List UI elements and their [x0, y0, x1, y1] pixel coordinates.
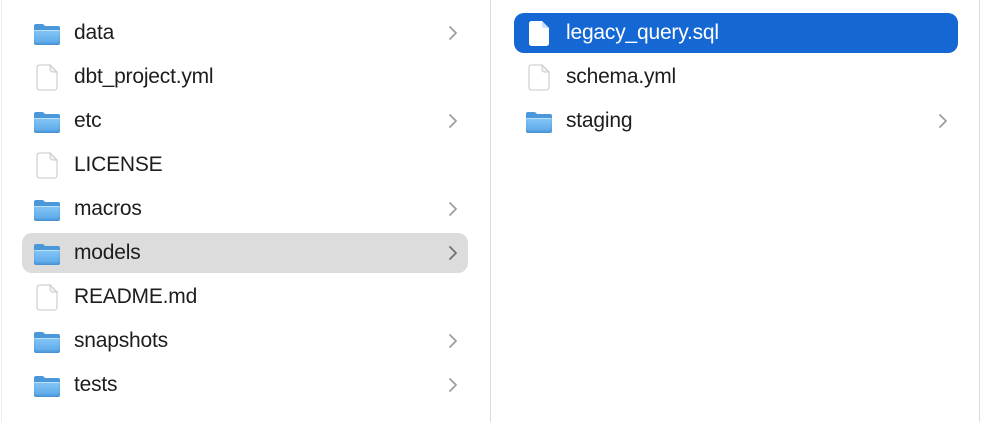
- folder-icon: [526, 111, 552, 133]
- column-left: data dbt_project.yml etc: [0, 0, 491, 422]
- file-icon: [526, 20, 552, 47]
- file-row[interactable]: dbt_project.yml: [22, 57, 468, 97]
- item-label: legacy_query.sql: [566, 21, 719, 44]
- item-label: dbt_project.yml: [74, 65, 214, 88]
- item-label: models: [74, 241, 141, 264]
- item-label: LICENSE: [74, 153, 163, 176]
- item-label: README.md: [74, 285, 198, 308]
- item-label: snapshots: [74, 329, 168, 352]
- file-row[interactable]: legacy_query.sql: [514, 13, 958, 53]
- file-icon: [526, 63, 552, 91]
- file-icon: [34, 63, 60, 91]
- folder-icon: [34, 23, 60, 45]
- column-divider: [979, 0, 980, 422]
- column-divider: [490, 0, 491, 422]
- item-label: schema.yml: [566, 65, 677, 88]
- item-label: macros: [74, 197, 142, 220]
- chevron-right-icon: [448, 25, 458, 41]
- folder-row[interactable]: staging: [514, 101, 958, 141]
- chevron-right-icon: [938, 113, 948, 129]
- folder-row[interactable]: macros: [22, 189, 468, 229]
- file-row[interactable]: README.md: [22, 277, 468, 317]
- chevron-right-icon: [448, 333, 458, 349]
- file-row[interactable]: schema.yml: [514, 57, 958, 97]
- item-label: data: [74, 21, 115, 44]
- folder-icon: [34, 331, 60, 353]
- folder-icon: [34, 111, 60, 133]
- file-icon: [34, 283, 60, 311]
- column-right: legacy_query.sql schema.yml staging: [491, 0, 980, 422]
- folder-row[interactable]: snapshots: [22, 321, 468, 361]
- item-label: staging: [566, 109, 633, 132]
- folder-icon: [34, 199, 60, 221]
- chevron-right-icon: [448, 377, 458, 393]
- column-right-rows: legacy_query.sql schema.yml staging: [491, 0, 980, 141]
- folder-icon: [34, 243, 60, 265]
- folder-row[interactable]: tests: [22, 365, 468, 405]
- chevron-right-icon: [448, 201, 458, 217]
- file-icon: [34, 151, 60, 179]
- file-row[interactable]: LICENSE: [22, 145, 468, 185]
- item-label: etc: [74, 109, 102, 132]
- window-left-edge-divider: [1, 0, 2, 422]
- chevron-right-icon: [448, 113, 458, 129]
- item-label: tests: [74, 373, 118, 396]
- folder-row[interactable]: models: [22, 233, 468, 273]
- column-left-rows: data dbt_project.yml etc: [0, 0, 491, 405]
- folder-icon: [34, 375, 60, 397]
- chevron-right-icon: [448, 245, 458, 261]
- folder-row[interactable]: data: [22, 13, 468, 53]
- folder-row[interactable]: etc: [22, 101, 468, 141]
